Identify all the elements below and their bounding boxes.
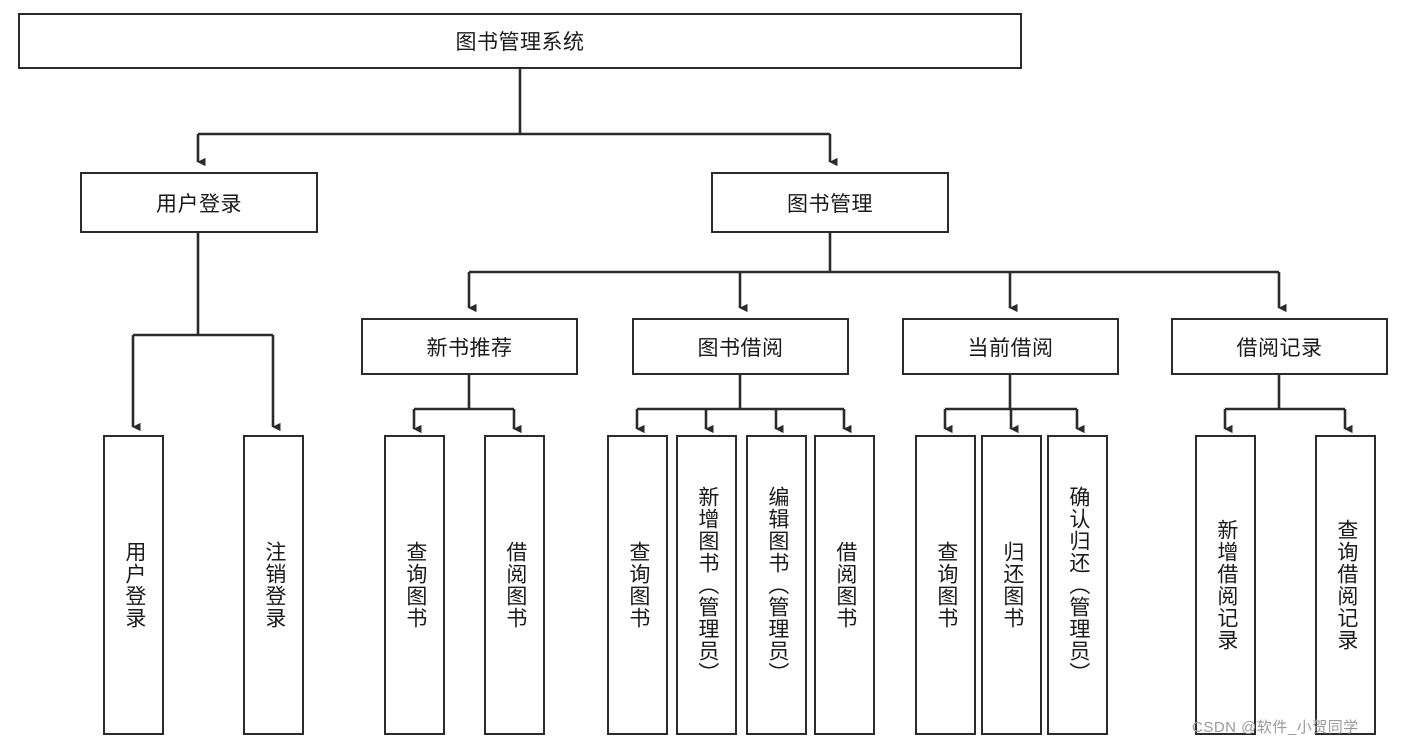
leaf-current-borrow-query[interactable]: 查询图书 (915, 435, 976, 735)
leaf-new-book-borrow[interactable]: 借阅图书 (484, 435, 545, 735)
node-borrow-record[interactable]: 借阅记录 (1171, 318, 1388, 375)
node-book-borrow-label: 图书借阅 (697, 336, 784, 360)
leaf-book-borrow-query[interactable]: 查询图书 (607, 435, 668, 735)
leaf-current-borrow-query-label: 查询图书 (934, 541, 958, 629)
leaf-current-borrow-return[interactable]: 归还图书 (981, 435, 1042, 735)
leaf-new-book-query-label: 查询图书 (403, 541, 427, 629)
node-book-management-label: 图书管理 (787, 192, 873, 216)
leaf-user-login-logout-label: 注销登录 (262, 541, 286, 629)
leaf-borrow-record-query[interactable]: 查询借阅记录 (1315, 435, 1376, 735)
leaf-current-borrow-confirm-label: 确认归还（管理员） (1066, 486, 1090, 684)
node-user-login-label: 用户登录 (156, 192, 242, 216)
leaf-book-borrow-query-label: 查询图书 (626, 541, 650, 629)
leaf-user-login-login[interactable]: 用户登录 (103, 435, 164, 735)
node-root-system[interactable]: 图书管理系统 (18, 13, 1022, 69)
leaf-borrow-record-add-label: 新增借阅记录 (1214, 519, 1238, 651)
node-user-login[interactable]: 用户登录 (80, 172, 318, 233)
leaf-new-book-borrow-label: 借阅图书 (503, 541, 527, 629)
leaf-current-borrow-return-label: 归还图书 (1000, 541, 1024, 629)
leaf-borrow-record-query-label: 查询借阅记录 (1334, 519, 1358, 651)
node-current-borrow-label: 当前借阅 (967, 336, 1054, 360)
node-new-book-recommend-label: 新书推荐 (426, 336, 513, 360)
leaf-book-borrow-add-label: 新增图书（管理员） (695, 486, 719, 684)
csdn-watermark: CSDN @软件_小贺同学 (1192, 719, 1359, 736)
leaf-book-borrow-edit-label: 编辑图书（管理员） (765, 486, 789, 684)
leaf-book-borrow-borrow[interactable]: 借阅图书 (814, 435, 875, 735)
node-book-management[interactable]: 图书管理 (711, 172, 949, 233)
node-book-borrow[interactable]: 图书借阅 (632, 318, 849, 375)
node-root-system-label: 图书管理系统 (455, 31, 585, 54)
leaf-user-login-login-label: 用户登录 (122, 541, 146, 629)
leaf-borrow-record-add[interactable]: 新增借阅记录 (1195, 435, 1256, 735)
leaf-book-borrow-add[interactable]: 新增图书（管理员） (676, 435, 737, 735)
node-borrow-record-label: 借阅记录 (1236, 336, 1323, 360)
leaf-book-borrow-edit[interactable]: 编辑图书（管理员） (746, 435, 807, 735)
leaf-new-book-query[interactable]: 查询图书 (384, 435, 445, 735)
leaf-current-borrow-confirm[interactable]: 确认归还（管理员） (1047, 435, 1108, 735)
node-new-book-recommend[interactable]: 新书推荐 (361, 318, 578, 375)
node-current-borrow[interactable]: 当前借阅 (902, 318, 1119, 375)
leaf-book-borrow-borrow-label: 借阅图书 (833, 541, 857, 629)
leaf-user-login-logout[interactable]: 注销登录 (243, 435, 304, 735)
